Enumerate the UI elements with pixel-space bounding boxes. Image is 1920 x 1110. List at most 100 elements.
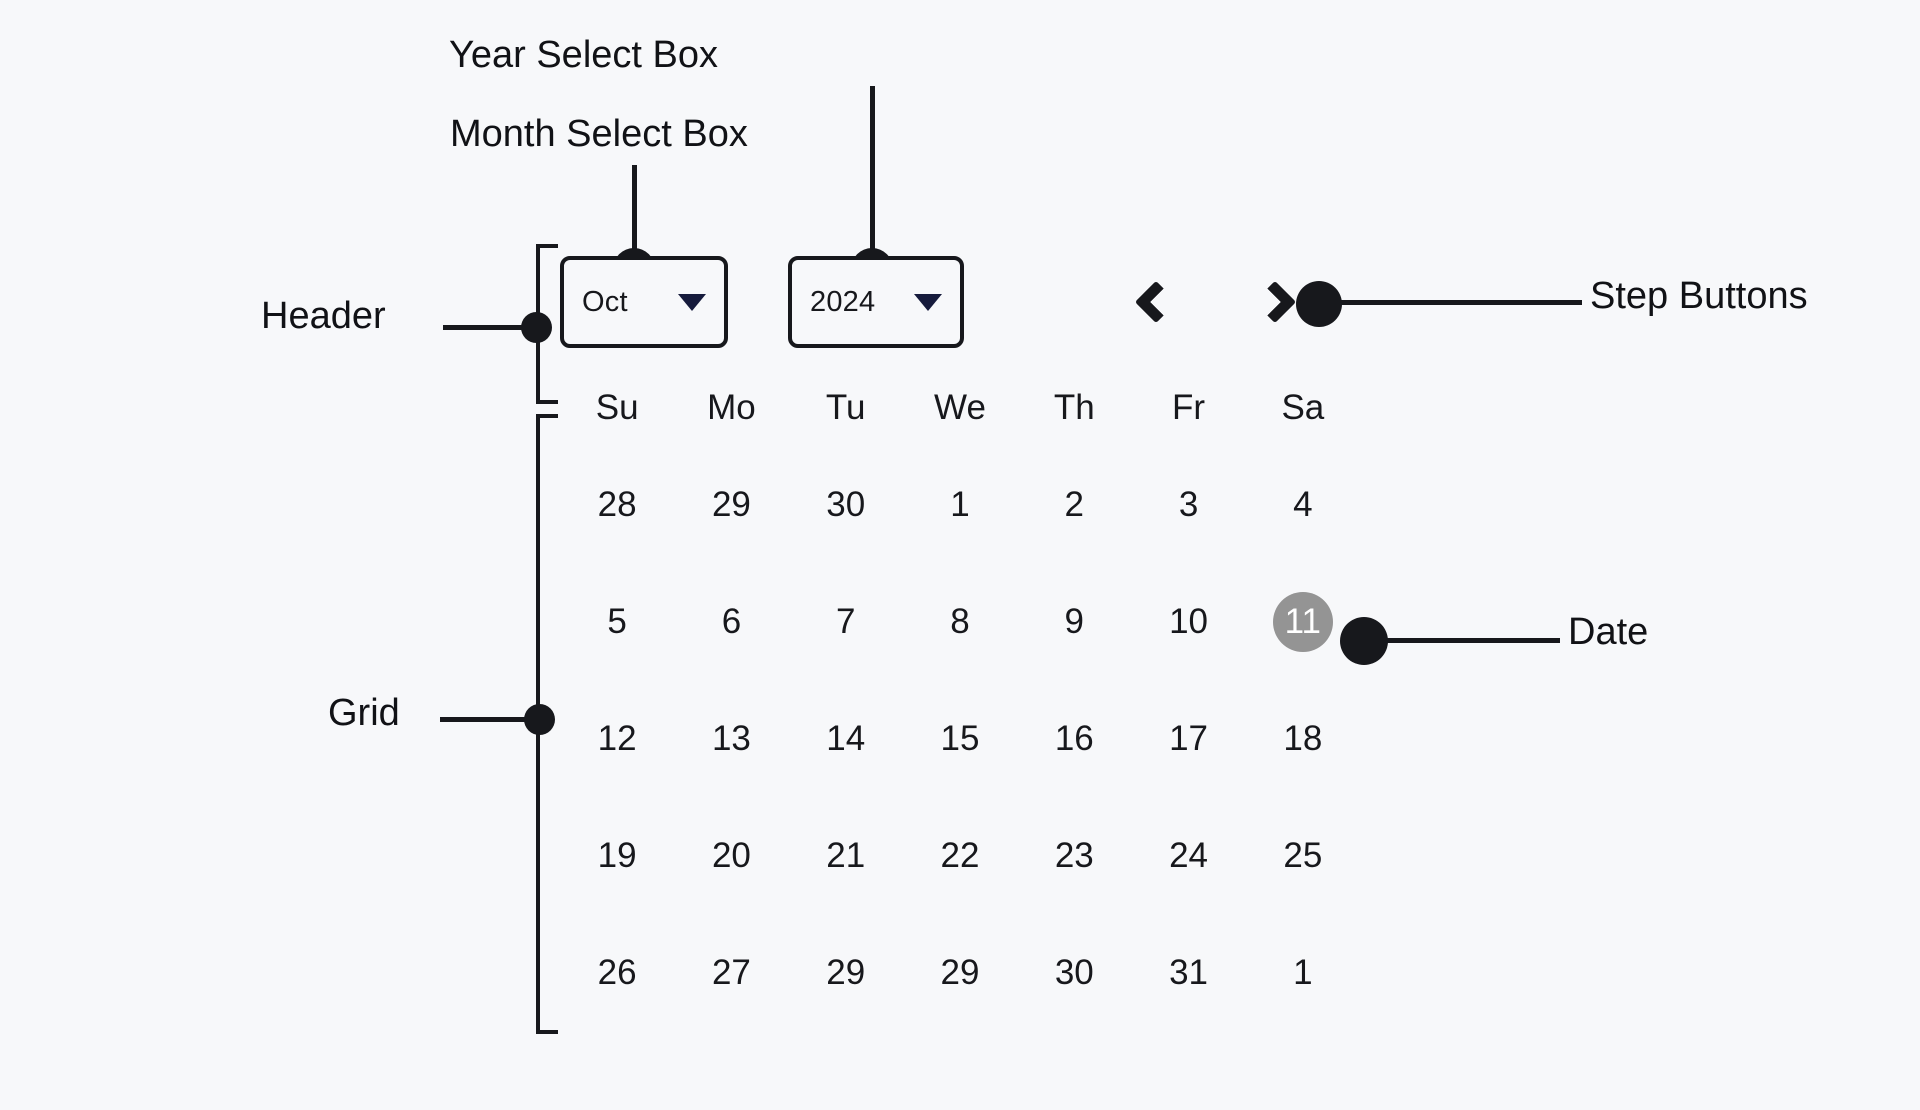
date-week-row: 5 6 7 8 9 10 11 <box>560 563 1360 680</box>
date-cell[interactable]: 16 <box>1017 680 1131 797</box>
previous-month-button[interactable] <box>1120 266 1182 338</box>
callout-label-header: Header <box>261 295 386 337</box>
date-cell[interactable]: 5 <box>560 563 674 680</box>
leader-dot-date <box>1340 617 1388 665</box>
date-cell[interactable]: 23 <box>1017 797 1131 914</box>
leader-line-grid <box>440 717 545 722</box>
date-cell[interactable]: 27 <box>674 914 788 1031</box>
next-month-button[interactable] <box>1248 266 1310 338</box>
date-cell[interactable]: 29 <box>674 446 788 563</box>
date-cell[interactable]: 22 <box>903 797 1017 914</box>
date-cell-value: 28 <box>597 484 637 524</box>
date-cell-value: 1 <box>950 484 970 524</box>
date-week-row: 12 13 14 15 16 17 18 <box>560 680 1360 797</box>
date-cell[interactable]: 12 <box>560 680 674 797</box>
date-cell[interactable]: 8 <box>903 563 1017 680</box>
date-cell-value: 19 <box>597 835 637 875</box>
date-cell[interactable]: 10 <box>1131 563 1245 680</box>
date-cell[interactable]: 4 <box>1246 446 1360 563</box>
date-cell[interactable]: 6 <box>674 563 788 680</box>
weekday-header: Su <box>595 388 639 427</box>
date-cell-value: 27 <box>711 952 751 992</box>
date-cell-value: 5 <box>607 601 627 641</box>
year-select-box[interactable]: 2024 <box>788 256 964 348</box>
date-cell[interactable]: 20 <box>674 797 788 914</box>
date-cell[interactable]: 26 <box>560 914 674 1031</box>
weekday-header: We <box>934 388 986 427</box>
callout-label-date: Date <box>1568 611 1649 653</box>
leader-line-header <box>443 325 543 330</box>
date-cell-value: 12 <box>597 718 637 758</box>
date-cell-value: 4 <box>1293 484 1313 524</box>
date-cell-value: 26 <box>597 952 637 992</box>
date-cell[interactable]: 18 <box>1246 680 1360 797</box>
leader-line-step-buttons <box>1330 300 1582 305</box>
leader-line-date <box>1375 638 1560 643</box>
date-cell-value: 31 <box>1169 952 1209 992</box>
date-cell-selected: 11 <box>1272 591 1333 652</box>
date-cell[interactable]: 9 <box>1017 563 1131 680</box>
date-week-row: 28 29 30 1 2 3 4 <box>560 446 1360 563</box>
bracket-grid <box>536 414 558 1034</box>
chevron-right-icon <box>1253 280 1296 324</box>
date-cell[interactable]: 1 <box>903 446 1017 563</box>
date-cell-value: 30 <box>1054 952 1094 992</box>
date-cell[interactable]: 30 <box>789 446 903 563</box>
date-cell[interactable]: 17 <box>1131 680 1245 797</box>
date-cell[interactable]: 7 <box>789 563 903 680</box>
leader-line-month-select <box>632 165 637 265</box>
date-cell-value: 29 <box>940 952 980 992</box>
callout-label-year-select: Year Select Box <box>449 34 718 76</box>
date-cell[interactable]: 25 <box>1246 797 1360 914</box>
date-cell-value: 16 <box>1054 718 1094 758</box>
callout-label-grid: Grid <box>328 692 400 734</box>
date-cell-value: 10 <box>1169 601 1209 641</box>
date-cell-value: 1 <box>1293 952 1313 992</box>
date-cell-value: 8 <box>950 601 970 641</box>
callout-label-month-select: Month Select Box <box>450 113 748 155</box>
leader-line-year-select <box>870 86 875 266</box>
chevron-down-icon <box>914 293 942 311</box>
date-cell[interactable]: 13 <box>674 680 788 797</box>
date-picker-header: Oct 2024 <box>560 252 1380 356</box>
date-cell[interactable]: 21 <box>789 797 903 914</box>
date-cell[interactable]: 14 <box>789 680 903 797</box>
month-select-value: Oct <box>582 285 628 318</box>
date-cell[interactable]: 15 <box>903 680 1017 797</box>
weekday-header: Tu <box>825 388 866 427</box>
date-cell[interactable]: 1 <box>1246 914 1360 1031</box>
date-cell[interactable]: 31 <box>1131 914 1245 1031</box>
date-week-row: 26 27 29 29 30 31 1 <box>560 914 1360 1031</box>
date-cell-value: 21 <box>826 835 866 875</box>
year-select-value: 2024 <box>810 285 876 318</box>
date-cell[interactable]: 28 <box>560 446 674 563</box>
date-cell-value: 25 <box>1283 835 1323 875</box>
chevron-down-icon <box>678 293 706 311</box>
month-select-box[interactable]: Oct <box>560 256 728 348</box>
date-cell-value: 6 <box>721 601 742 641</box>
weekday-header: Sa <box>1281 388 1325 427</box>
date-cell[interactable]: 11 <box>1246 563 1360 680</box>
date-cell[interactable]: 30 <box>1017 914 1131 1031</box>
date-cell-value: 18 <box>1283 718 1323 758</box>
date-cell[interactable]: 24 <box>1131 797 1245 914</box>
date-cell[interactable]: 29 <box>789 914 903 1031</box>
date-cell-value: 13 <box>711 718 751 758</box>
date-cell[interactable]: 3 <box>1131 446 1245 563</box>
date-cell-value: 3 <box>1178 484 1199 524</box>
date-cell[interactable]: 29 <box>903 914 1017 1031</box>
date-cell-value: 24 <box>1169 835 1209 875</box>
date-cell-value: 14 <box>826 718 866 758</box>
weekday-header: Fr <box>1172 388 1206 427</box>
callout-label-step-buttons: Step Buttons <box>1590 275 1808 317</box>
date-cell[interactable]: 2 <box>1017 446 1131 563</box>
bracket-header <box>536 244 558 404</box>
date-cell[interactable]: 19 <box>560 797 674 914</box>
leader-dot-step-buttons <box>1296 281 1342 327</box>
date-cell-value: 29 <box>711 484 751 524</box>
